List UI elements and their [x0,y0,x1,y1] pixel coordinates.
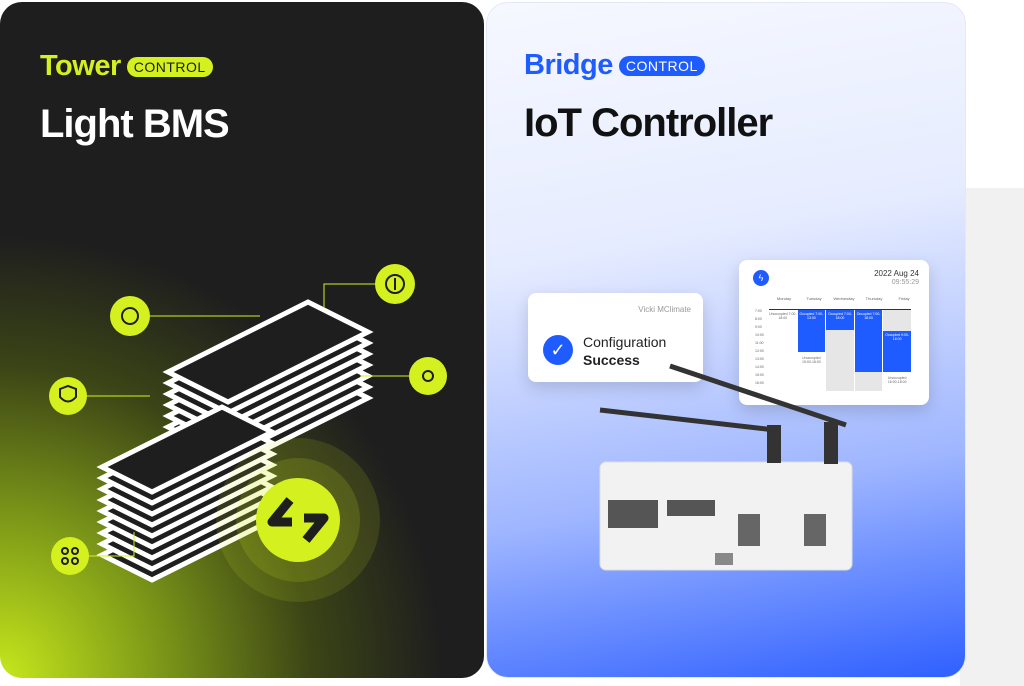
bolt-logo-icon: ϟ [753,270,769,286]
block: Occupied 7:00-13:00 [797,310,826,352]
hour: 10:00 [755,333,764,337]
logo-bolt-icon [256,478,340,562]
brand-name: Tower [40,50,121,82]
hour-labels: 7:00 8:00 9:00 10:00 11:00 12:00 13:00 1… [755,309,767,389]
day: Monday [776,296,792,301]
block: Occupied 7:00-18:00 [854,310,883,372]
hour: 14:00 [755,365,764,369]
card-title: Light BMS [40,102,230,146]
background-panel [960,188,1024,686]
building-slabs [96,299,374,583]
control-badge: CONTROL [618,55,705,76]
bridge-brand: Bridge CONTROL [524,49,705,82]
day: Wednesday [833,296,855,301]
block: Unoccupied 16:00-18:00 [887,376,907,384]
sun-icon [409,357,447,395]
block: Unoccupied 7:00-18:00 [769,312,797,320]
day: Thursday [865,296,883,301]
day-headers: Monday Tuesday Wednesday Thursday Friday [769,296,919,301]
hour: 15:00 [755,373,764,377]
plug-icon [375,264,415,304]
card-title: IoT Controller [524,101,773,145]
hour: 11:00 [755,341,764,345]
tower-control-card[interactable]: Tower CONTROL Light BMS [0,2,484,678]
hour: 7:00 [755,309,762,313]
tower-brand: Tower CONTROL [40,50,213,83]
toast-line2: Success [583,352,640,368]
shield-icon [49,377,87,415]
hour: 9:00 [755,325,762,329]
control-badge: CONTROL [126,56,213,77]
brand-name: Bridge [524,49,613,81]
hour: 13:00 [755,357,764,361]
hour: 16:00 [755,381,764,385]
energy-meter-icon [110,296,150,336]
toast-line1: Configuration [583,334,667,350]
building-illustration [49,264,447,602]
floor-slab [96,404,278,495]
schedule-time: 09:55:29 [891,279,919,286]
schedule-date: 2022 Aug 24 [874,269,919,278]
schedule-screen: ϟ 2022 Aug 24 09:55:29 Monday Tuesday We… [739,260,929,405]
block: Occupied 9:00-16:00 [883,331,911,372]
hour: 8:00 [755,317,762,321]
apps-icon [51,537,89,575]
hour: 12:00 [755,349,764,353]
floor-slab [162,299,374,405]
block: Occupied 7:00-18:00 [826,310,854,330]
day: Friday [898,296,910,301]
block: Unoccupied 15:00-18:00 [802,356,821,364]
user-name: Vicki MClimate [638,305,691,314]
day: Tuesday [806,296,822,301]
check-icon: ✓ [543,335,573,365]
schedule-grid: Unoccupied 7:00-18:00 Occupied 7:00-13:0… [769,309,911,391]
